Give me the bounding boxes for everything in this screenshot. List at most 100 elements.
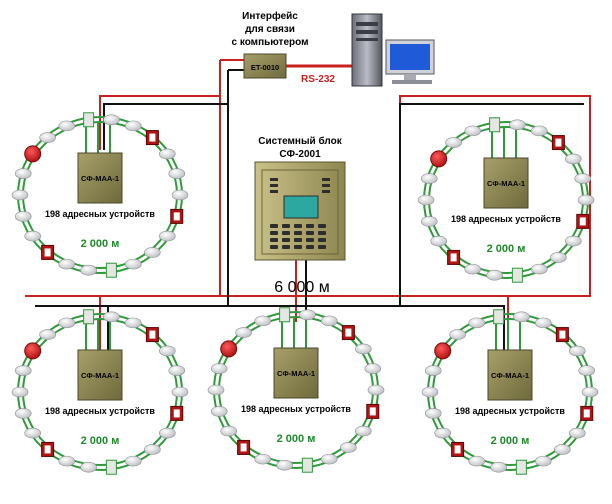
smoke-detector-icon: [254, 453, 272, 465]
keypad-button: [318, 224, 326, 228]
keypad-button: [282, 231, 290, 235]
keypad-button: [270, 178, 278, 181]
manual-call-point-window: [44, 248, 51, 257]
loop-length-label: 2 000 м: [487, 243, 526, 255]
smoke-detector-icon: [578, 365, 596, 376]
smoke-detector-icon: [14, 365, 32, 376]
smoke-detector-icon: [464, 125, 482, 137]
smoke-detector-icon: [14, 168, 32, 179]
smoke-detector-icon: [144, 444, 161, 455]
detector-loop: СФ-МАА-1 198 адресных устройств 2 000 м: [421, 309, 599, 475]
keypad-button: [294, 224, 302, 228]
black-bus-line: [35, 69, 584, 360]
smoke-detector-icon: [577, 194, 595, 206]
smoke-detector-icon: [340, 442, 357, 453]
smoke-detector-icon: [424, 408, 442, 419]
manual-call-point-window: [579, 217, 586, 226]
manual-call-point-window: [173, 409, 180, 418]
smoke-detector-icon: [168, 365, 186, 376]
smoke-detector-icon: [367, 384, 385, 396]
address-module-icon: [489, 117, 501, 133]
smoke-detector-icon: [159, 427, 176, 439]
smoke-detector-icon: [24, 230, 41, 242]
smoke-detector-icon: [276, 459, 293, 471]
smoke-detector-icon: [534, 317, 552, 329]
smoke-detector-icon: [11, 189, 29, 201]
manual-call-point-window: [555, 138, 562, 147]
smoke-detector-icon: [424, 365, 442, 376]
interface-caption-line3: с компьютером: [231, 37, 308, 48]
keypad-button: [270, 190, 278, 193]
smoke-detector-icon: [449, 329, 466, 340]
keypad-button: [306, 238, 314, 242]
keypad-button: [282, 238, 290, 242]
smoke-detector-icon: [124, 455, 142, 467]
smoke-detector-icon: [565, 235, 582, 247]
loop-module-box: [483, 157, 529, 209]
address-module-icon: [279, 307, 291, 323]
smoke-detector-icon: [171, 189, 189, 201]
smoke-detector-icon: [235, 327, 252, 338]
smoke-detector-icon: [254, 315, 272, 327]
manual-call-point-window: [44, 445, 51, 454]
address-module-icon: [83, 309, 95, 325]
smoke-detector-icon: [124, 258, 142, 270]
loop-devices-label: 198 адресных устройств: [451, 214, 561, 224]
loop-module-box: [487, 349, 533, 401]
smoke-detector-icon: [534, 455, 552, 467]
keypad-button: [322, 178, 330, 181]
smoke-detector-icon: [430, 235, 447, 247]
siren-icon: [434, 342, 452, 360]
detector-loops: СФ-МАА-1 198 адресных устройств 2 000 м СФ-…: [11, 112, 599, 475]
loop-length-label: 2 000 м: [81, 238, 120, 250]
smoke-detector-icon: [207, 384, 225, 396]
system-distance-label: 6 000 м: [274, 279, 329, 296]
loop-module-label: СФ-МАА-1: [491, 371, 529, 380]
keypad-button: [270, 231, 278, 235]
smoke-detector-icon: [299, 309, 316, 321]
address-module-icon: [515, 459, 527, 475]
smoke-detector-icon: [550, 252, 567, 263]
loop-length-label: 2 000 м: [277, 433, 316, 445]
loop-length-label: 2 000 м: [491, 435, 530, 447]
smoke-detector-icon: [364, 363, 382, 374]
smoke-detector-icon: [124, 120, 142, 132]
smoke-detector-icon: [159, 230, 176, 242]
manual-call-point-window: [450, 253, 457, 262]
keypad-button: [306, 245, 314, 249]
manual-call-point-window: [149, 133, 156, 142]
manual-call-point-window: [369, 407, 376, 416]
smoke-detector-icon: [210, 406, 228, 417]
address-module-icon: [105, 459, 117, 475]
loop-module-box: [77, 349, 123, 401]
smoke-detector-icon: [14, 408, 32, 419]
keypad-button: [318, 238, 326, 242]
keypad-button: [306, 231, 314, 235]
smoke-detector-icon: [565, 153, 582, 165]
smoke-detector-icon: [464, 263, 482, 275]
smoke-detector-icon: [355, 425, 372, 437]
system-unit-caption-line2: СФ-2001: [279, 149, 321, 160]
smoke-detector-icon: [210, 363, 228, 374]
address-module-icon: [493, 309, 505, 325]
system-unit-keypad: [270, 178, 330, 249]
loop-devices-label: 198 адресных устройств: [455, 406, 565, 416]
manual-call-point-window: [454, 445, 461, 454]
keypad-button: [270, 184, 278, 187]
manual-call-point-window: [583, 409, 590, 418]
smoke-detector-icon: [320, 315, 338, 327]
smoke-detector-icon: [80, 264, 97, 276]
smoke-detector-icon: [468, 317, 486, 329]
manual-call-point-window: [173, 212, 180, 221]
manual-call-point-window: [240, 443, 247, 452]
interface-caption-line1: Интерфейс: [242, 10, 298, 22]
siren-icon: [24, 342, 42, 360]
keypad-button: [270, 238, 278, 242]
keypad-button: [322, 184, 330, 187]
smoke-detector-icon: [159, 148, 176, 160]
siren-icon: [24, 145, 42, 163]
address-module-icon: [105, 262, 117, 278]
smoke-detector-icon: [530, 125, 548, 137]
loop-length-label: 2 000 м: [81, 435, 120, 447]
